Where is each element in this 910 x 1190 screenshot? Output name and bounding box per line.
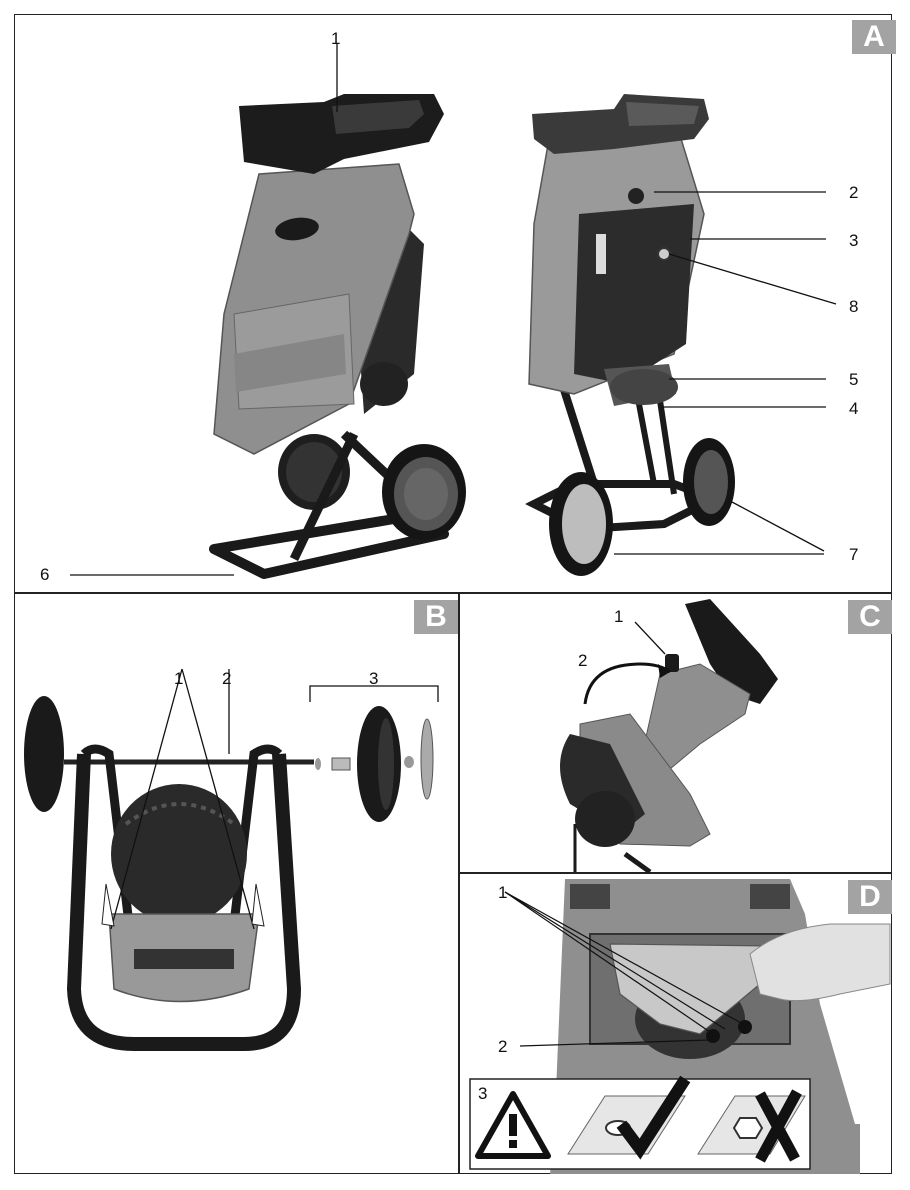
callout-c-2: 2 [578, 651, 588, 670]
checkmark-icon [616, 1075, 691, 1160]
callout-a-4: 4 [849, 399, 859, 418]
panel-label-c: C [848, 600, 892, 634]
panel-label-a: A [852, 20, 896, 54]
panel-a-leader-lines [70, 44, 837, 576]
callout-b-1: 1 [174, 669, 184, 688]
callout-a-5: 5 [849, 370, 859, 389]
divider-horizontal-cd [458, 872, 892, 874]
cross-icon [755, 1089, 802, 1163]
callout-a-6: 6 [40, 565, 50, 584]
callout-a-3: 3 [849, 231, 859, 250]
divider-vertical-bc [458, 592, 460, 1174]
panel-a-illustration [70, 44, 837, 579]
panel-d-illustration [469, 879, 891, 1174]
callout-a-1: 1 [331, 29, 341, 48]
callout-d-2: 2 [498, 1037, 508, 1056]
panel-label-b: B [414, 600, 458, 634]
callout-a-8: 8 [849, 297, 859, 316]
panel-b-illustration [24, 668, 439, 1051]
callout-d-3: 3 [478, 1084, 488, 1103]
warning-triangle-icon [475, 1091, 551, 1159]
callout-c-1: 1 [614, 607, 624, 626]
panel-b: B 1 2 3 [14, 594, 458, 1174]
shredder-rear-view [525, 94, 735, 576]
panel-c-illustration [560, 599, 778, 875]
shredder-front-view [209, 94, 466, 579]
panel-d: D [460, 874, 892, 1174]
callout-a-7: 7 [849, 545, 859, 564]
callout-a-2: 2 [849, 183, 859, 202]
divider-horizontal-ab [14, 592, 892, 594]
callout-d-1: 1 [498, 883, 508, 902]
page-frame [14, 14, 892, 1174]
panel-a: A [14, 14, 896, 592]
callout-b-3: 3 [369, 669, 379, 688]
callout-b-2: 2 [222, 669, 232, 688]
panel-label-d: D [848, 880, 892, 914]
panel-c: C 1 2 [460, 594, 892, 875]
